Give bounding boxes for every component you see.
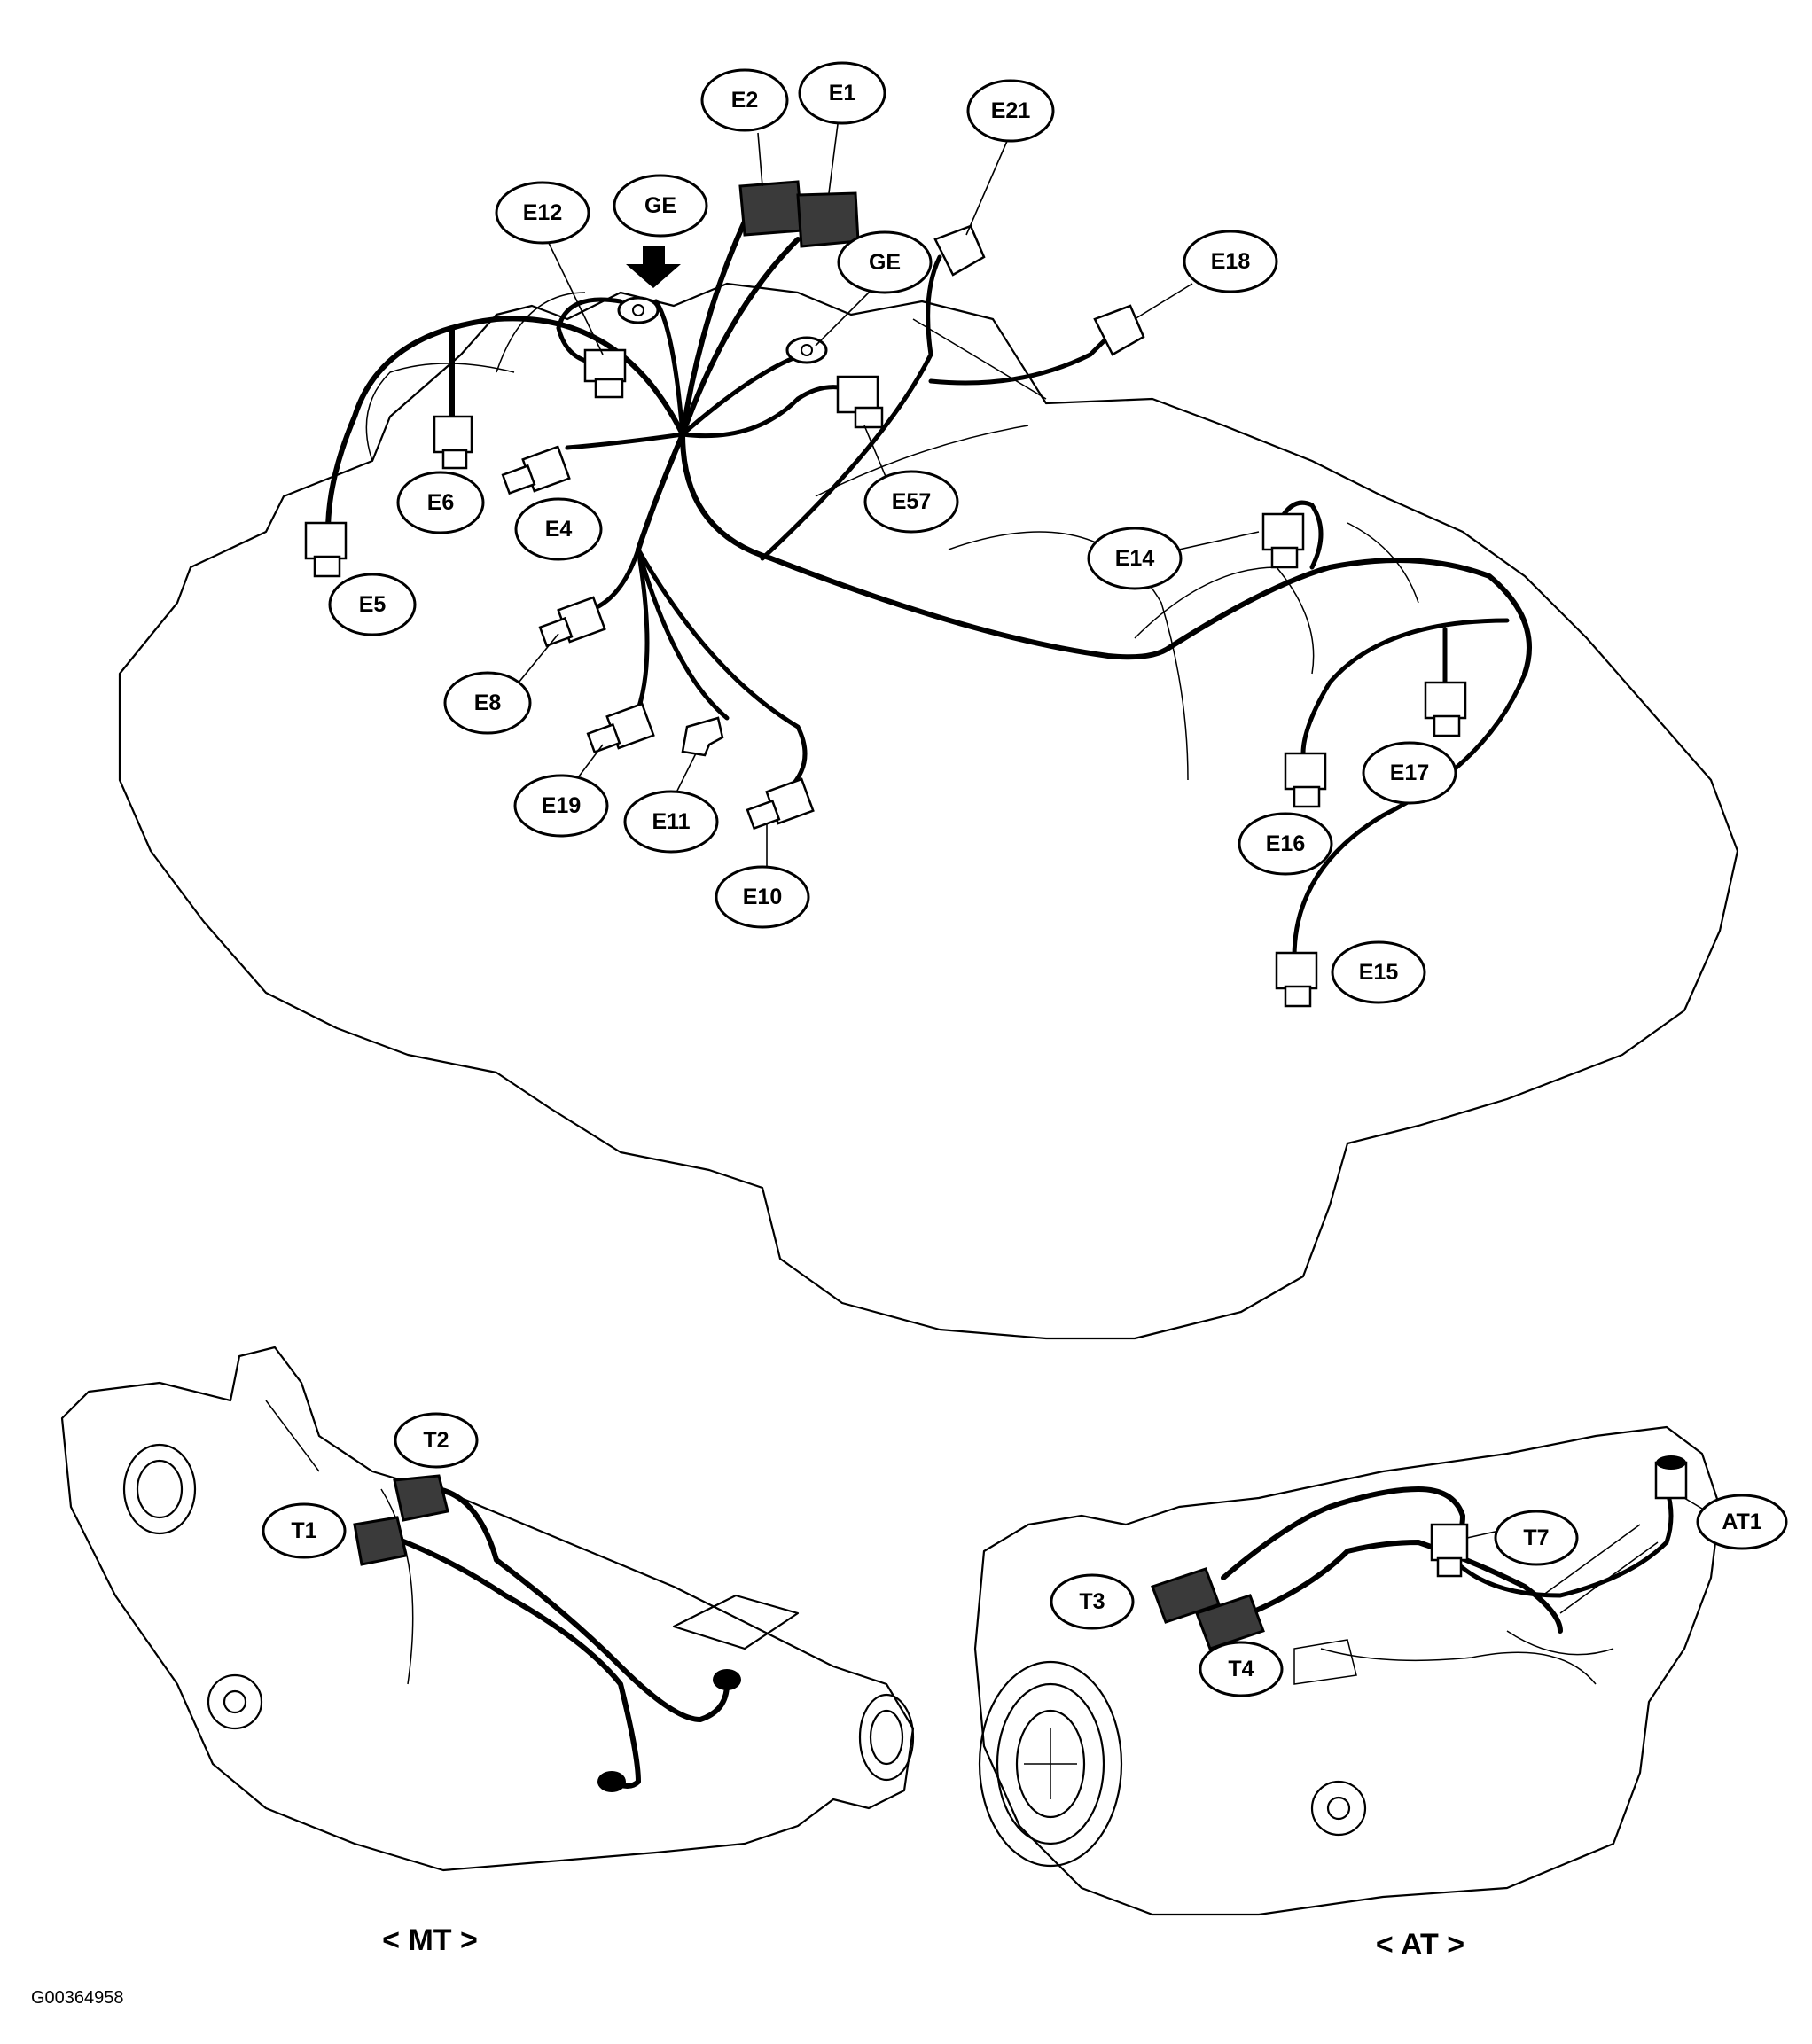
svg-text:T7: T7 [1523, 1525, 1549, 1550]
connector-e17 [1424, 681, 1467, 737]
svg-text:E8: E8 [474, 690, 502, 715]
connector-e19 [586, 702, 655, 754]
callout-e11: E11 [623, 790, 719, 854]
callout-e21: E21 [966, 79, 1055, 143]
callout-e12: E12 [495, 181, 590, 245]
connector-mt-sensor-right [713, 1669, 741, 1690]
at-transmission-outline [973, 1425, 1722, 1916]
ground-terminal-ge-top [617, 296, 660, 324]
connector-t7 [1430, 1523, 1469, 1578]
svg-text:E11: E11 [652, 809, 690, 834]
mt-label: < MT > [382, 1923, 478, 1957]
connector-e16 [1284, 752, 1327, 808]
arrow-icon [626, 246, 681, 288]
svg-text:E17: E17 [1390, 761, 1429, 785]
callout-e1: E1 [798, 61, 886, 125]
svg-text:T2: T2 [423, 1428, 449, 1453]
callout-e10: E10 [715, 865, 810, 929]
connector-e8 [538, 596, 606, 648]
connector-e11 [681, 716, 724, 757]
callout-t4: T4 [1199, 1641, 1284, 1697]
connector-t4 [1195, 1594, 1265, 1650]
svg-text:GE: GE [644, 193, 676, 218]
svg-text:E18: E18 [1211, 249, 1251, 274]
svg-text:E10: E10 [743, 885, 782, 909]
connector-t1 [353, 1516, 408, 1566]
callout-e4: E4 [514, 497, 603, 561]
svg-text:E5: E5 [359, 592, 387, 617]
callout-e15: E15 [1331, 940, 1426, 1004]
connector-e57 [836, 375, 884, 429]
callout-e8: E8 [443, 671, 532, 735]
connector-mt-sensor-left [597, 1771, 626, 1792]
svg-text:GE: GE [869, 250, 901, 275]
connector-e6 [433, 415, 473, 470]
callout-ge-mid: GE [837, 230, 933, 294]
svg-text:AT1: AT1 [1722, 1510, 1761, 1534]
connector-t2 [393, 1474, 449, 1522]
svg-text:E14: E14 [1115, 546, 1155, 571]
svg-text:E2: E2 [731, 88, 759, 113]
connector-e14 [1261, 512, 1305, 569]
callout-e2: E2 [700, 68, 789, 132]
figure-code: G00364958 [31, 1988, 124, 2008]
svg-text:E6: E6 [427, 490, 455, 515]
svg-text:E4: E4 [545, 517, 573, 542]
connector-at1 [1654, 1455, 1688, 1500]
callout-t3: T3 [1050, 1573, 1135, 1630]
callout-e17: E17 [1362, 741, 1457, 805]
connector-t3 [1151, 1567, 1221, 1624]
callout-e6: E6 [396, 471, 485, 534]
mt-harness-wires [392, 1486, 730, 1789]
svg-text:E19: E19 [542, 793, 581, 818]
at-label: < AT > [1376, 1928, 1464, 1962]
callout-e5: E5 [328, 573, 417, 636]
connector-e21 [933, 224, 986, 277]
callout-e18: E18 [1183, 230, 1278, 293]
connector-e15 [1275, 951, 1318, 1008]
connector-e12 [583, 348, 627, 399]
connector-e10 [746, 777, 815, 831]
svg-text:T1: T1 [291, 1518, 316, 1543]
callout-e14: E14 [1087, 527, 1183, 590]
svg-text:T3: T3 [1079, 1589, 1105, 1614]
at-harness-wires [1221, 1486, 1674, 1634]
svg-text:E12: E12 [523, 200, 562, 225]
callout-e19: E19 [513, 774, 609, 838]
leader-lines [518, 123, 1260, 869]
callout-t7: T7 [1494, 1510, 1579, 1566]
connector-e18 [1093, 304, 1145, 356]
connector-e1-e2 [738, 180, 860, 248]
svg-text:T4: T4 [1228, 1657, 1254, 1681]
svg-text:E1: E1 [829, 81, 856, 105]
engine-harness-wires [325, 219, 1532, 960]
engine-outline [118, 282, 1739, 1340]
connector-e5 [304, 521, 348, 578]
callout-ge-top: GE [613, 174, 708, 238]
mt-transmission-outline [60, 1346, 915, 1872]
callout-at1: AT1 [1696, 1494, 1788, 1550]
svg-text:E16: E16 [1266, 831, 1305, 856]
callout-t1: T1 [262, 1502, 347, 1559]
svg-text:E57: E57 [892, 489, 931, 514]
svg-text:E15: E15 [1359, 960, 1399, 985]
callout-e16: E16 [1238, 812, 1333, 876]
connector-e4 [501, 445, 571, 495]
callout-e57: E57 [863, 470, 959, 534]
callout-t2: T2 [394, 1412, 479, 1469]
svg-text:E21: E21 [991, 98, 1031, 123]
